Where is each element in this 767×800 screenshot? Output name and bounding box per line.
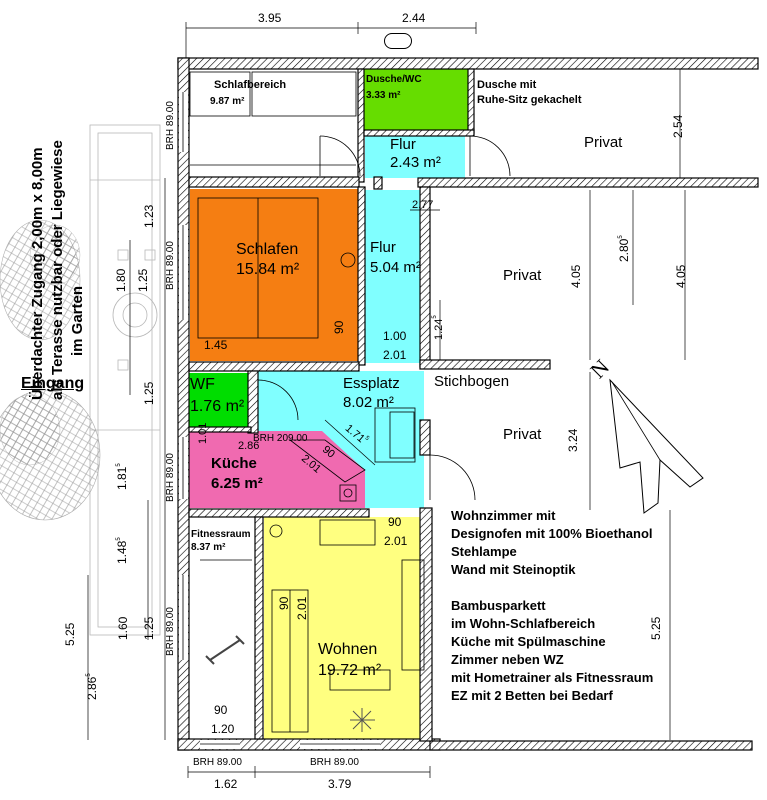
dim-top-2: 2.44	[402, 11, 426, 25]
dim-wc-101: 1.01	[197, 422, 209, 444]
porch-outline	[89, 124, 161, 636]
dim-schlafen-145: 1.45	[204, 338, 228, 352]
note-line: EZ mit 2 Betten bei Bedarf	[451, 688, 613, 703]
room-essplatz-fill	[258, 371, 424, 508]
dusche-note-2: Ruhe-Sitz gekachelt	[477, 94, 582, 106]
dimension-lines	[87, 22, 686, 778]
room-flur-top-area: 2.43 m²	[390, 154, 441, 171]
side-text-line2: als Terasse nutzbar oder Liegewiese	[49, 140, 66, 400]
brh-left-kueche: BRH 89.00	[165, 453, 176, 502]
stichbogen-label: Stichbogen	[434, 373, 510, 390]
room-wohnen-name: Wohnen	[318, 641, 378, 658]
note-line: Zimmer neben WZ	[451, 652, 564, 667]
note-line	[451, 581, 653, 594]
compass-arrow-icon	[609, 378, 704, 514]
brh-left-fitness: BRH 89.00	[165, 607, 176, 656]
dim-left-180: 1.80	[114, 268, 128, 292]
dim-fit-120: 1.20	[211, 722, 235, 736]
note-line: Bambusparkett	[451, 598, 546, 613]
dim-flur-277: 2.77	[412, 199, 434, 211]
dim-left-181: 1.815	[115, 463, 129, 490]
dim-flur-124: 1.245	[432, 315, 445, 340]
room-schlafen-name: Schlafen	[236, 241, 299, 258]
room-schlafen-fill	[190, 189, 358, 361]
note-line: mit Hometrainer als Fitnessraum	[451, 670, 654, 685]
room-kueche-fill	[188, 431, 365, 508]
dim-wohn-90a: 90	[388, 515, 402, 529]
room-essplatz-name: Essplatz	[343, 375, 400, 392]
tree-top-icon	[0, 219, 81, 341]
note-line: Wand mit Steinoptik	[451, 562, 576, 577]
room-flur-mid-name: Flur	[370, 239, 396, 256]
dim-left-123: 1.23	[142, 204, 156, 228]
room-wc-area: 1.76 m²	[190, 398, 245, 415]
room-fitness-area: 8.37 m²	[191, 542, 226, 553]
dim-wohn-201a: 2.01	[384, 534, 408, 548]
dim-right-324: 3.24	[566, 428, 580, 452]
room-wc-name: WF	[190, 376, 215, 393]
dim-right-405b: 4.05	[674, 264, 688, 288]
room-wc-fill	[188, 373, 248, 427]
dim-top-1: 3.95	[258, 11, 282, 25]
dim-bottom-1: 1.62	[214, 777, 238, 791]
dim-left-125b: 1.25	[142, 381, 156, 405]
dim-bottom-2: 3.79	[328, 777, 352, 791]
side-text-line3: im Garten	[69, 285, 86, 356]
dim-wohn-201b: 2.01	[295, 596, 309, 620]
side-text-line1: Überdachter Zugang 2,00m x 8,00m	[29, 147, 46, 400]
dim-left-525: 5.25	[63, 622, 77, 646]
dim-left-286: 2.865	[85, 673, 99, 700]
brh-left-top: BRH 89.00	[165, 101, 176, 150]
entrance-label: Eingang	[21, 375, 85, 392]
room-fitness-name: Fitnessraum	[191, 529, 251, 540]
room-schlafen-area: 15.84 m²	[236, 261, 300, 278]
toilet-top-icon	[384, 33, 412, 49]
privat-label-1: Privat	[584, 134, 623, 151]
room-kueche-name: Küche	[211, 455, 257, 472]
dim-fit-90: 90	[214, 703, 228, 717]
room-wohnen-fill	[264, 517, 428, 739]
dim-left-148: 1.485	[115, 537, 129, 564]
room-dusche-name: Dusche/WC	[366, 74, 422, 85]
note-line: Stehlampe	[451, 544, 517, 559]
room-flur-top-fill	[365, 135, 465, 178]
dim-right-280: 2.805	[617, 235, 631, 262]
dim-door-100: 1.00	[383, 329, 407, 343]
brh-bottom-right: BRH 89.00	[310, 757, 359, 768]
note-line: Wohnzimmer mit	[451, 508, 556, 523]
room-flur-mid-fill	[365, 190, 420, 363]
room-flur-top-name: Flur	[390, 136, 416, 153]
room-dusche-area: 3.33 m²	[366, 90, 401, 101]
dim-right-405a: 4.05	[569, 264, 583, 288]
brh-bottom-left: BRH 89.00	[193, 757, 242, 768]
dim-left-125a: 1.25	[136, 268, 150, 292]
room-wohnen-area: 19.72 m²	[318, 662, 382, 679]
tree-bottom-icon	[0, 389, 101, 521]
room-kueche-area: 6.25 m²	[211, 475, 263, 492]
room-schlafbereich-name: Schlafbereich	[214, 79, 287, 91]
brh-kueche-top: BRH 209.00	[253, 433, 308, 444]
privat-label-2: Privat	[503, 267, 542, 284]
room-schlafbereich-area: 9.87 m²	[210, 96, 245, 107]
brh-left-mid: BRH 89.00	[165, 241, 176, 290]
dim-right-254: 2.54	[671, 114, 685, 138]
room-dusche-fill	[363, 69, 469, 131]
dim-kueche-286: 2.86	[238, 440, 260, 452]
room-flur-mid-area: 5.04 m²	[370, 259, 421, 276]
note-line: Designofen mit 100% Bioethanol	[451, 526, 653, 541]
privat-label-3: Privat	[503, 426, 542, 443]
note-line: im Wohn-Schlafbereich	[451, 616, 596, 631]
dim-door-201a: 2.01	[383, 348, 407, 362]
dim-left-125c: 1.25	[142, 616, 156, 640]
dim-left-160: 1.60	[116, 616, 130, 640]
dim-wohn-90b: 90	[277, 596, 291, 610]
note-line: Küche mit Spülmaschine	[451, 634, 606, 649]
dim-schlafen-90: 90	[332, 320, 346, 334]
dusche-note-1: Dusche mit	[477, 79, 537, 91]
notes-block: Wohnzimmer mit Designofen mit 100% Bioet…	[451, 509, 653, 707]
interior-walls	[188, 68, 759, 742]
furniture-lines	[189, 71, 511, 733]
room-essplatz-area: 8.02 m²	[343, 394, 394, 411]
